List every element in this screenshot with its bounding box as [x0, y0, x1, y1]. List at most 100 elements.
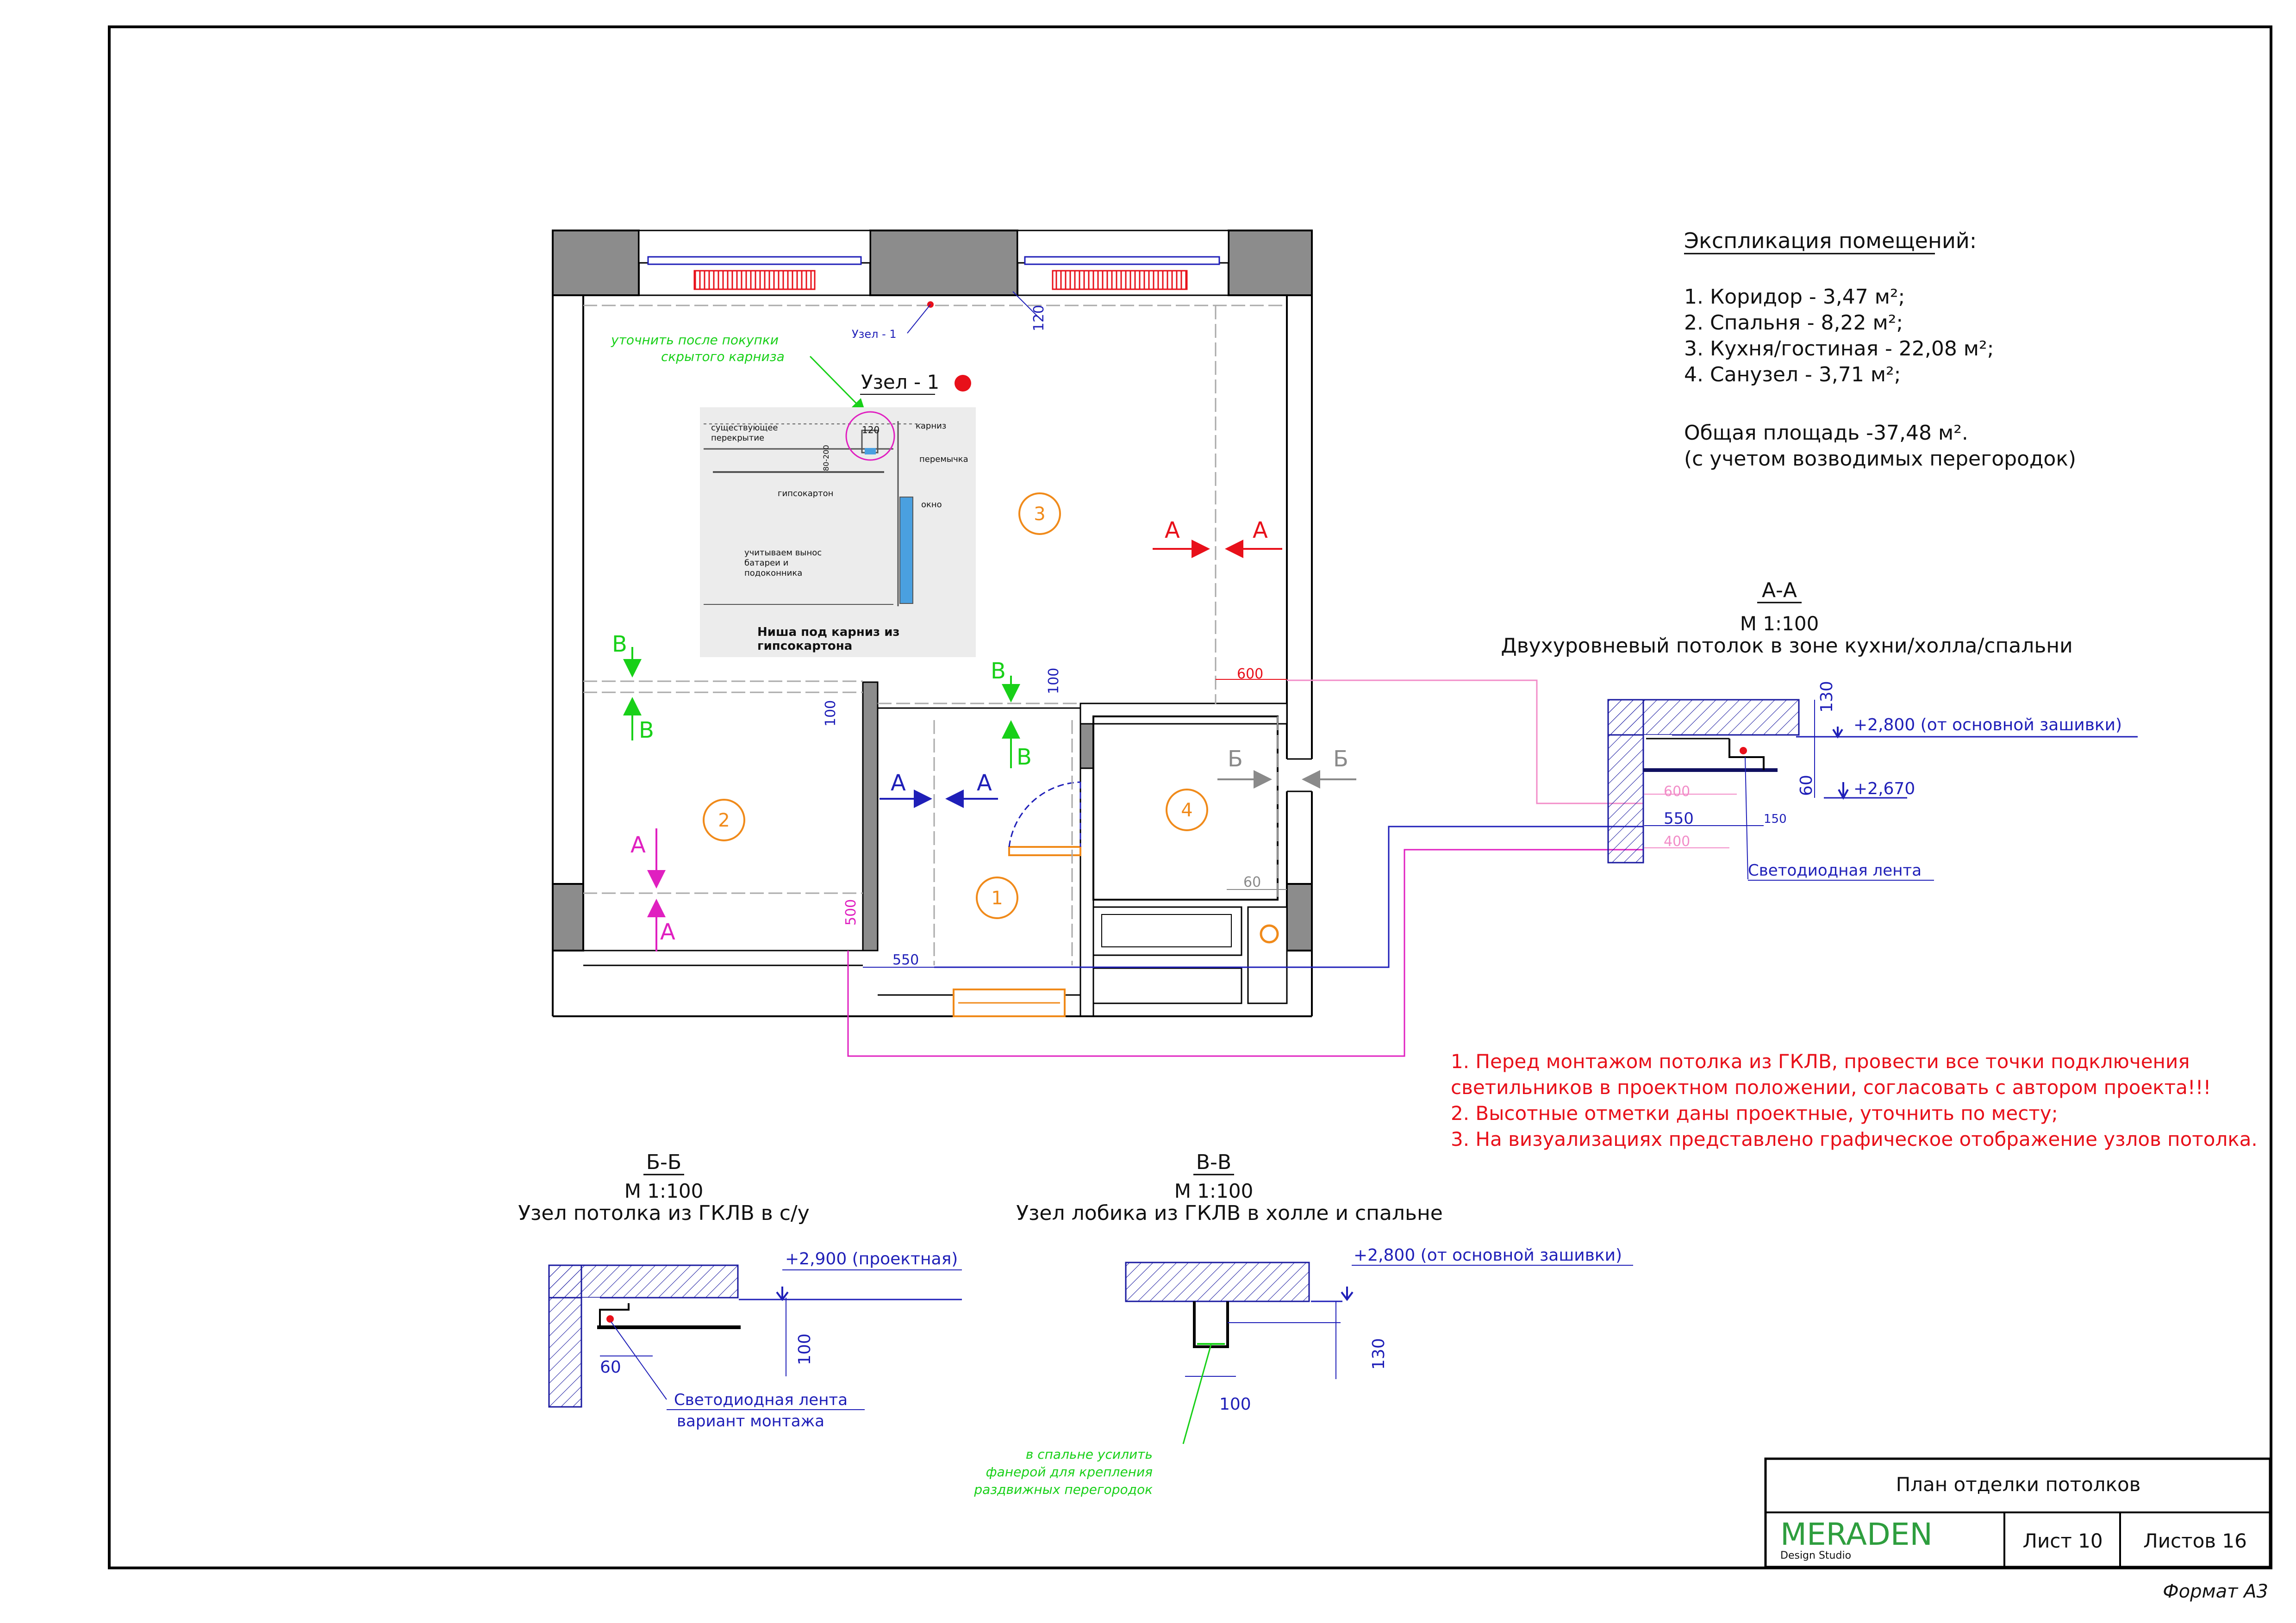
- section-vv-note-3: раздвижных перегородок: [973, 1482, 1153, 1497]
- section-bb-name: Б-Б: [646, 1150, 681, 1174]
- explication-note: (с учетом возводимых перегородок): [1684, 447, 2076, 471]
- section-aa-d150: 150: [1764, 812, 1787, 826]
- dim-100-plan-a: 100: [1046, 668, 1062, 694]
- svg-text:гипсокартона: гипсокартона: [757, 639, 852, 653]
- svg-text:4: 4: [1181, 800, 1192, 821]
- section-v-bottom-left: В: [639, 717, 654, 743]
- section-bb: Б-Б М 1:100 Узел потолка из ГКЛВ в с/у +…: [518, 1150, 962, 1430]
- explication-total: Общая площадь -37,48 м².: [1684, 421, 1968, 445]
- dim-60-plan: 60: [1243, 874, 1261, 890]
- section-aa-level-1: +2,800 (от основной зашивки): [1853, 715, 2122, 734]
- section-v-top-mid: В: [991, 658, 1006, 684]
- section-bb-led-1: Светодиодная лента: [674, 1391, 848, 1409]
- section-aa-scale: М 1:100: [1740, 612, 1819, 635]
- note-line-4: 3. На визуализациях представлено графиче…: [1451, 1128, 2258, 1150]
- section-aa-d60: 60: [1797, 775, 1816, 796]
- section-bb-level: +2,900 (проектная): [785, 1250, 958, 1269]
- title-block: План отделки потолков MERADEN Design Stu…: [1764, 1457, 2271, 1568]
- section-aa-d600: 600: [1664, 784, 1690, 800]
- section-b-right-label: Б: [1333, 746, 1348, 772]
- section-a-left-label: А: [1165, 517, 1180, 543]
- section-vv-d130: 130: [1369, 1338, 1388, 1370]
- section-a-corridor-right: А: [977, 770, 992, 796]
- section-vv: В-В М 1:100 Узел лобика из ГКЛВ в холле …: [973, 1150, 1633, 1497]
- green-note-line1: уточнить после покупки: [611, 332, 779, 348]
- dim-100-plan-b: 100: [823, 700, 839, 727]
- sheet-title: План отделки потолков: [1896, 1473, 2141, 1496]
- dim-550-plan: 550: [892, 952, 919, 968]
- room-number-1: 1: [976, 877, 1018, 919]
- explication-room-1: 1. Коридор - 3,47 м²;: [1684, 285, 1905, 309]
- room-number-4: 4: [1166, 789, 1208, 831]
- section-vv-d100: 100: [1219, 1395, 1251, 1414]
- section-v-bottom-mid: В: [1017, 744, 1032, 770]
- svg-text:120: 120: [862, 424, 880, 435]
- section-v-top-left: В: [612, 631, 627, 657]
- section-aa-name: А-А: [1762, 578, 1797, 602]
- section-bb-d60: 60: [600, 1358, 621, 1377]
- section-a-bedroom-top: А: [630, 832, 646, 858]
- section-bb-led-2: вариант монтажа: [677, 1412, 824, 1430]
- svg-text:карниз: карниз: [916, 421, 946, 431]
- section-a-bedroom-bottom: А: [660, 919, 675, 945]
- section-vv-name: В-В: [1196, 1150, 1231, 1174]
- room-number-3: 3: [1018, 492, 1061, 535]
- format-label: Формат А3: [2163, 1581, 2268, 1602]
- sheet-frame: [108, 25, 2272, 1569]
- dim-500-plan: 500: [843, 899, 859, 926]
- wall-top-mid: [869, 230, 1018, 296]
- svg-text:учитываем вынос: учитываем вынос: [744, 548, 822, 558]
- svg-text:гипсокартон: гипсокартон: [778, 489, 833, 498]
- section-a-right-label: А: [1253, 517, 1268, 543]
- section-aa-d130: 130: [1817, 681, 1836, 713]
- uzel-title: Узел - 1: [861, 371, 939, 393]
- svg-text:подоконника: подоконника: [744, 568, 802, 578]
- explication-room-2: 2. Спальня - 8,22 м²;: [1684, 311, 1903, 335]
- wall-bottom-left: [552, 883, 584, 951]
- section-aa-d400: 400: [1664, 833, 1690, 850]
- explication-title: Экспликация помещений:: [1684, 228, 1977, 253]
- section-b-left-label: Б: [1228, 746, 1243, 772]
- section-bb-d100: 100: [795, 1333, 814, 1365]
- svg-text:2: 2: [718, 810, 730, 831]
- svg-text:80-200: 80-200: [822, 445, 830, 471]
- explication-room-3: 3. Кухня/гостиная - 22,08 м²;: [1684, 337, 1994, 361]
- svg-text:перемычка: перемычка: [919, 454, 968, 464]
- room-number-2: 2: [703, 799, 745, 841]
- section-vv-level: +2,800 (от основной зашивки): [1354, 1246, 1622, 1265]
- green-note-line2: скрытого карниза: [661, 349, 785, 364]
- brand-subtitle: Design Studio: [1780, 1550, 1851, 1561]
- brand-logo: MERADEN: [1780, 1517, 1933, 1552]
- section-bb-scale: М 1:100: [624, 1180, 704, 1202]
- section-a-corridor-left: А: [891, 770, 906, 796]
- svg-text:перекрытие: перекрытие: [711, 433, 764, 443]
- explication: Экспликация помещений: 1. Коридор - 3,47…: [1684, 228, 2076, 471]
- section-aa-led: Светодиодная лента: [1748, 861, 1922, 880]
- note-line-1: 1. Перед монтажом потолка из ГКЛВ, прове…: [1451, 1050, 2190, 1073]
- svg-text:3: 3: [1034, 504, 1045, 525]
- svg-text:Ниша под карниз из: Ниша под карниз из: [757, 625, 900, 639]
- svg-text:окно: окно: [921, 500, 942, 510]
- wall-top-right: [1228, 230, 1313, 296]
- sheet-count: Листов 16: [2143, 1530, 2247, 1552]
- wall-top-left: [552, 230, 640, 296]
- note-line-3: 2. Высотные отметки даны проектные, уточ…: [1451, 1102, 2058, 1125]
- section-aa: А-А М 1:100 Двухуровневый потолок в зоне…: [1501, 578, 2138, 881]
- section-vv-scale: М 1:100: [1174, 1180, 1254, 1202]
- explication-room-4: 4. Санузел - 3,71 м²;: [1684, 363, 1901, 386]
- wall-partition-bedroom: [862, 681, 879, 951]
- section-vv-title: Узел лобика из ГКЛВ в холле и спальне: [1016, 1201, 1443, 1225]
- svg-text:1: 1: [991, 888, 1003, 909]
- general-notes: 1. Перед монтажом потолка из ГКЛВ, прове…: [1451, 1050, 2258, 1150]
- svg-text:существующее: существующее: [711, 423, 778, 433]
- node-detail-image: существующее перекрытие 120 карниз перем…: [700, 407, 976, 657]
- svg-text:батареи и: батареи и: [744, 558, 788, 568]
- uzel-tag: Узел - 1: [852, 328, 897, 341]
- floor-plan: 1 2 3 4 Узел - 1 уточнить после покупки …: [552, 230, 1648, 1057]
- section-vv-note-2: фанерой для крепления: [986, 1464, 1153, 1480]
- section-aa-d550: 550: [1664, 809, 1694, 828]
- section-vv-note-1: в спальне усилить: [1026, 1447, 1153, 1462]
- sheet-number: Лист 10: [2022, 1530, 2103, 1552]
- wall-bottom-right: [1286, 883, 1313, 951]
